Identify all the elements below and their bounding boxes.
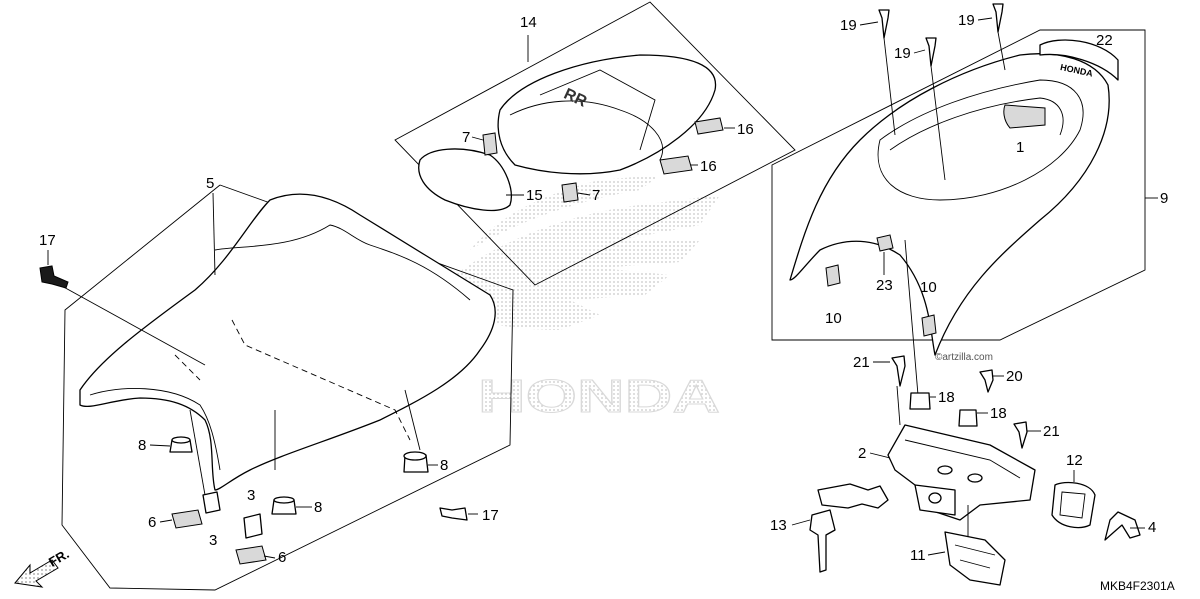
callout-8c: 8 [440, 457, 448, 474]
mount-pad-1 [1003, 104, 1046, 129]
diagram-code: MKB4F2301A [1100, 579, 1175, 593]
seat-cowl-box [771, 29, 1146, 341]
bolt-20 [979, 369, 994, 393]
callout-12: 12 [1066, 452, 1083, 469]
grommet-10-right [921, 314, 937, 337]
callout-18a: 18 [938, 389, 955, 406]
callout-17b: 17 [482, 507, 499, 524]
cap-23 [876, 234, 894, 252]
callout-14: 14 [520, 14, 537, 31]
callout-16a: 16 [737, 121, 754, 138]
seat-cowl-group: HONDA ©artzilla.com [771, 3, 1158, 396]
callout-2: 2 [858, 445, 866, 462]
clip-3-left [202, 491, 221, 514]
collar-18-left [909, 392, 931, 410]
bolt-19-c [992, 3, 1004, 33]
pad-16-lower [659, 155, 693, 175]
callout-6b: 6 [278, 549, 286, 566]
callout-19a: 19 [840, 17, 857, 34]
grommet-7-upper [482, 132, 498, 156]
honda-wing-watermark: HONDA [430, 175, 721, 423]
callout-9: 9 [1160, 190, 1168, 207]
key-13 [809, 509, 836, 573]
seat-hardware [39, 265, 478, 565]
callout-5: 5 [206, 175, 214, 192]
seat-cowl-9 [789, 53, 1110, 356]
collar-18-right [958, 409, 978, 427]
callout-10a: 10 [825, 310, 842, 327]
callout-19c: 19 [958, 12, 975, 29]
callout-22: 22 [1096, 32, 1113, 49]
cover-12 [1051, 481, 1096, 529]
bolt-21-right [1013, 421, 1028, 449]
pad-16-upper [694, 117, 724, 135]
callout-6a: 6 [148, 514, 156, 531]
callout-23: 23 [876, 277, 893, 294]
callout-13: 13 [770, 517, 787, 534]
callout-21a: 21 [853, 354, 870, 371]
bolt-21-left [891, 355, 906, 387]
bolt-17-left [39, 265, 69, 289]
bolt-19-b [925, 37, 937, 67]
pad-6-center [235, 545, 267, 565]
site-watermark: ©artzilla.com [935, 352, 993, 363]
callout-8b: 8 [314, 499, 322, 516]
grab-rail-22 [1039, 39, 1119, 81]
grommet-10-left [825, 264, 841, 287]
callout-20: 20 [1006, 368, 1023, 385]
callout-labels: 1 2 3 3 4 5 6 6 7 7 8 8 8 9 10 10 11 12 … [39, 12, 1168, 566]
honda-watermark-text: HONDA [478, 370, 720, 422]
front-arrow-icon: FR. [14, 546, 72, 588]
rear-seat-cowl-14 [497, 54, 717, 175]
callout-16b: 16 [700, 158, 717, 175]
clip-3-center [243, 513, 263, 539]
callout-3b: 3 [247, 487, 255, 504]
callout-7b: 7 [592, 187, 600, 204]
main-seat-group [59, 184, 514, 591]
rear-seat-group: RR [394, 1, 796, 286]
clip-4 [1104, 511, 1141, 541]
callout-3a: 3 [209, 532, 217, 549]
main-seat [79, 193, 496, 491]
bolt-19-a [878, 9, 890, 39]
lock-bracket-2 [887, 424, 1036, 521]
callout-18b: 18 [990, 405, 1007, 422]
rear-pad-15 [418, 148, 512, 212]
callout-11: 11 [910, 547, 926, 564]
main-seat-box [61, 184, 514, 591]
callout-7a: 7 [462, 129, 470, 146]
bolt-17-right [439, 507, 468, 521]
callout-19b: 19 [894, 45, 911, 62]
callout-8a: 8 [138, 437, 146, 454]
grommet-7-lower [561, 182, 579, 203]
callout-21b: 21 [1043, 423, 1060, 440]
callout-10b: 10 [920, 279, 937, 296]
pad-6-left [171, 509, 203, 529]
callout-4: 4 [1148, 519, 1156, 536]
seat-lock-group [809, 355, 1141, 586]
seat-lock-13 [817, 483, 889, 509]
callout-15: 15 [526, 187, 543, 204]
callout-17a: 17 [39, 232, 56, 249]
rear-seat-box [394, 1, 796, 286]
callout-1: 1 [1016, 139, 1024, 156]
latch-11 [944, 531, 1006, 586]
